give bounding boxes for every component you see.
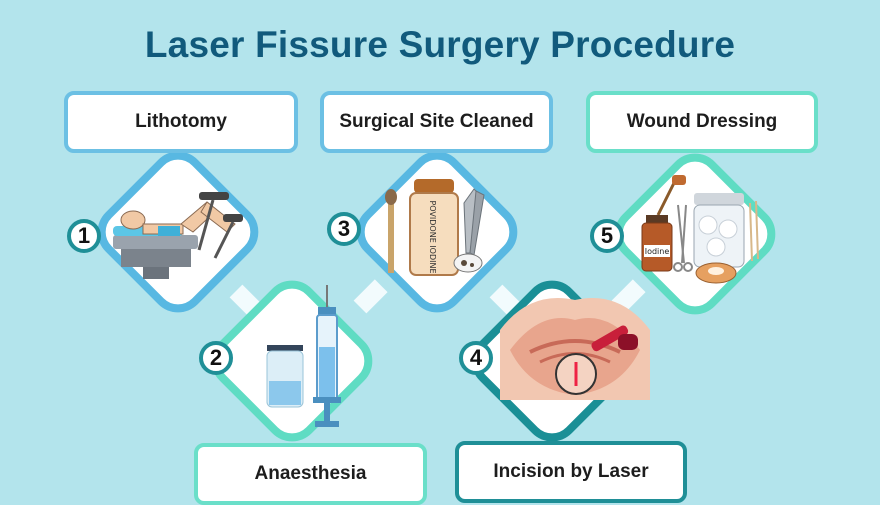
syringe-vial-illustration (266, 285, 341, 427)
step-3-number: 3 (327, 212, 361, 246)
step-4-label-text: Incision by Laser (493, 461, 649, 482)
lithotomy-illustration (113, 192, 243, 279)
step-5-label: Wound Dressing (586, 91, 818, 153)
step-3-label-text: Surgical Site Cleaned (339, 111, 534, 132)
step-2-label: Anaesthesia (194, 443, 427, 505)
step-2-number: 2 (199, 341, 233, 375)
step-1-number: 1 (67, 219, 101, 253)
step-5-number: 5 (590, 219, 624, 253)
page-title: Laser Fissure Surgery Procedure (144, 24, 736, 65)
step-3-label: Surgical Site Cleaned (320, 91, 553, 153)
povidone-bottle-text: POVIDONE IODINE (428, 200, 437, 273)
step-4-label: Incision by Laser (455, 441, 687, 503)
step-5-label-text: Wound Dressing (626, 111, 778, 132)
step-2-label-text: Anaesthesia (254, 463, 367, 484)
step-4-number: 4 (459, 341, 493, 375)
povidone-iodine-illustration: POVIDONE IODINE (385, 179, 485, 276)
iodine-bottle-text: Iodine (645, 247, 670, 256)
laser-incision-illustration (500, 298, 650, 400)
step-1-label-text: Lithotomy (135, 111, 227, 132)
wound-dressing-illustration: Iodine (641, 175, 759, 284)
step-1-label: Lithotomy (64, 91, 298, 153)
